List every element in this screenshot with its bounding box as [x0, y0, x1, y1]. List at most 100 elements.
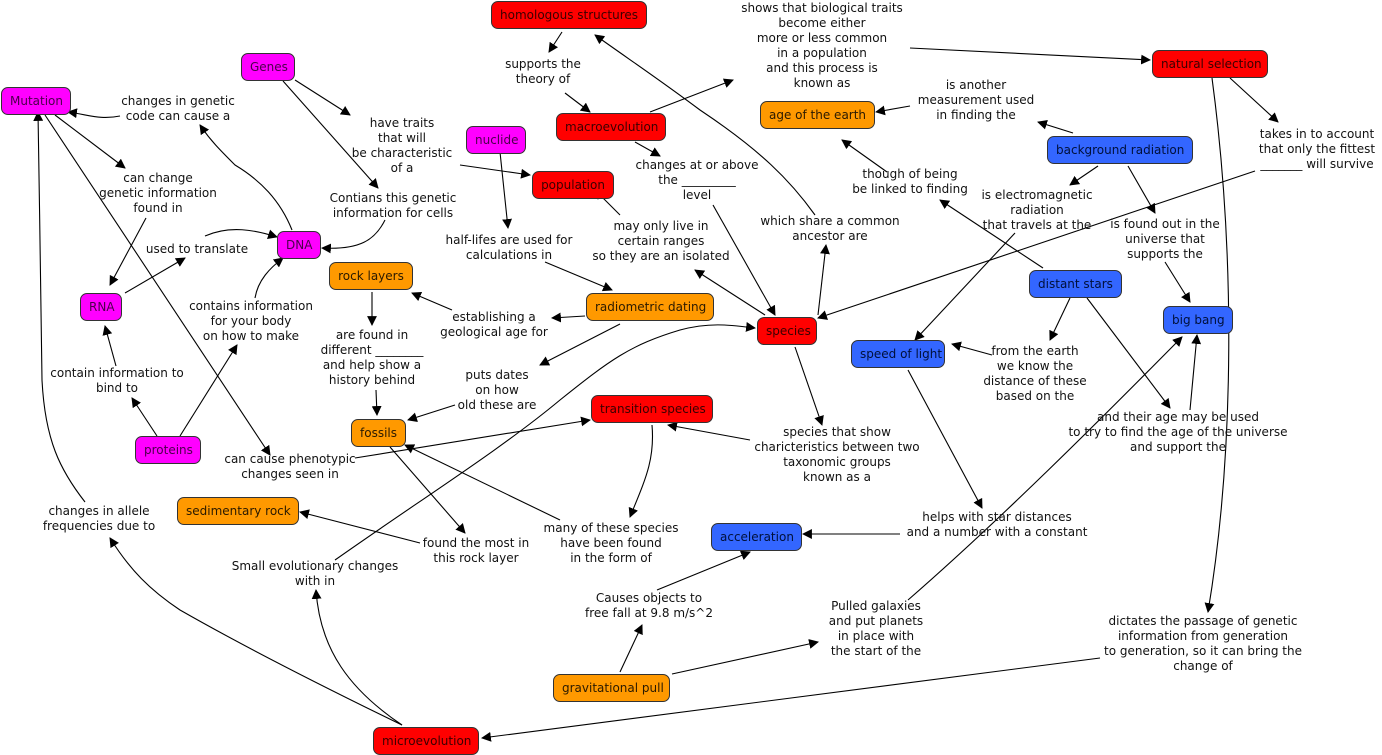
node-population[interactable]: population	[532, 171, 614, 199]
edge	[67, 108, 121, 119]
node-natural-selection[interactable]: natural selection	[1152, 50, 1268, 78]
edge	[1204, 77, 1230, 613]
edge	[199, 124, 293, 231]
link-from-the-earth: from the earth we know the distance of t…	[983, 344, 1087, 403]
edge	[459, 164, 531, 179]
link-used-to-translate: used to translate	[145, 242, 249, 256]
edge	[411, 291, 453, 311]
link-found-most: found the most in this rock layer	[422, 536, 530, 565]
edge	[667, 421, 751, 441]
edge	[499, 151, 512, 229]
edge	[656, 550, 751, 591]
edge	[481, 657, 1101, 742]
link-changes-genetic-code: changes in genetic code can cause a	[121, 94, 235, 123]
edge	[875, 105, 911, 116]
edge	[1189, 334, 1202, 411]
node-dna[interactable]: DNA	[277, 231, 321, 259]
link-contains-genetic: Contians this genetic information for ce…	[329, 191, 457, 220]
link-many-species: many of these species have been found in…	[543, 521, 679, 565]
link-may-only-live: may only live in certain ranges so they …	[592, 219, 730, 263]
node-background-radiation[interactable]: background radiation	[1047, 136, 1193, 164]
link-contain-bind: contain information to bind to	[50, 366, 184, 395]
link-puts-dates: puts dates on how old these are	[457, 368, 537, 412]
link-are-found-in: are found in different ________ and help…	[320, 328, 424, 387]
edge	[907, 369, 983, 509]
link-pulled-galaxies: Pulled galaxies and put planets in place…	[828, 599, 924, 658]
node-transition-species[interactable]: transition species	[591, 395, 713, 423]
edge	[907, 336, 1183, 601]
edge	[909, 47, 1151, 65]
node-proteins[interactable]: proteins	[135, 436, 201, 464]
edge	[1229, 77, 1279, 123]
edge	[671, 639, 819, 675]
edge	[539, 323, 621, 366]
edge	[634, 141, 661, 157]
node-species[interactable]: species	[757, 317, 817, 345]
link-contains-info-body: contains information for your body on ho…	[189, 299, 313, 343]
node-speed-of-light[interactable]: speed of light	[851, 340, 945, 368]
edge	[619, 624, 643, 673]
edge	[1069, 165, 1099, 186]
edge	[628, 424, 654, 518]
link-their-age: and their age may be used to try to find…	[1068, 410, 1288, 454]
edge	[311, 589, 403, 726]
edge	[1086, 297, 1171, 409]
edge	[1164, 261, 1191, 303]
link-electromagnetic: is electromagnetic radiation that travel…	[981, 188, 1093, 232]
edge	[131, 397, 158, 437]
edge	[1127, 165, 1156, 214]
link-star-distances: helps with star distances and a number w…	[906, 510, 1088, 539]
node-acceleration[interactable]: acceleration	[711, 523, 802, 551]
edge	[551, 312, 586, 323]
edge	[179, 344, 238, 437]
edge	[334, 322, 756, 561]
edge	[321, 219, 386, 254]
edge	[204, 229, 278, 240]
edge	[817, 244, 830, 316]
node-gravitational-pull[interactable]: gravitational pull	[553, 674, 670, 702]
edge	[841, 139, 888, 173]
edge	[109, 537, 403, 726]
node-distant-stars[interactable]: distant stars	[1029, 270, 1122, 298]
node-sedimentary-rock[interactable]: sedimentary rock	[177, 497, 299, 525]
edge	[294, 79, 351, 116]
link-have-traits: have traits that will be characteristic …	[351, 116, 453, 175]
edge	[649, 78, 734, 113]
link-phenotypic: can cause phenotypic changes seen in	[224, 452, 356, 481]
edge	[389, 446, 466, 534]
link-small-changes: Small evolutionary changes with in	[231, 559, 399, 588]
node-mutation[interactable]: Mutation	[1, 87, 71, 115]
edge	[407, 404, 456, 423]
node-rock-layers[interactable]: rock layers	[329, 262, 413, 290]
node-radiometric-dating[interactable]: radiometric dating	[586, 293, 714, 321]
link-dictates-passage: dictates the passage of genetic informat…	[1104, 614, 1302, 673]
node-fossils[interactable]: fossils	[351, 419, 406, 447]
edge	[102, 325, 117, 367]
link-takes-into-account: takes in to account that only the fittes…	[1258, 127, 1376, 171]
edge	[712, 204, 776, 316]
node-rna[interactable]: RNA	[80, 293, 122, 321]
link-found-in-universe: is found out in the universe that suppor…	[1110, 217, 1220, 261]
link-another-measurement: is another measurement used in finding t…	[917, 78, 1035, 122]
edge	[1049, 297, 1071, 341]
edge	[44, 114, 271, 456]
edge	[564, 92, 591, 113]
node-genes[interactable]: Genes	[241, 53, 295, 81]
edge	[124, 257, 186, 294]
edge	[694, 269, 766, 316]
link-establishing-age: establishing a geological age for	[440, 310, 548, 339]
link-share-ancestor: which share a common ancestor are	[760, 214, 900, 243]
edge	[544, 261, 613, 292]
node-nuclide[interactable]: nuclide	[466, 126, 526, 154]
link-causes-fall: Causes objects to free fall at 9.8 m/s^2	[585, 591, 713, 620]
node-microevolution[interactable]: microevolution	[373, 727, 479, 755]
edge	[951, 341, 993, 356]
node-macroevolution[interactable]: macroevolution	[556, 113, 666, 141]
node-age-of-the-earth[interactable]: age of the earth	[760, 101, 875, 129]
edge	[914, 232, 1016, 341]
link-though-linked: though of being be linked to finding	[852, 167, 968, 196]
node-homologous-structures[interactable]: homologous structures	[491, 1, 647, 29]
node-big-bang[interactable]: big bang	[1163, 306, 1233, 334]
edge	[109, 217, 147, 286]
